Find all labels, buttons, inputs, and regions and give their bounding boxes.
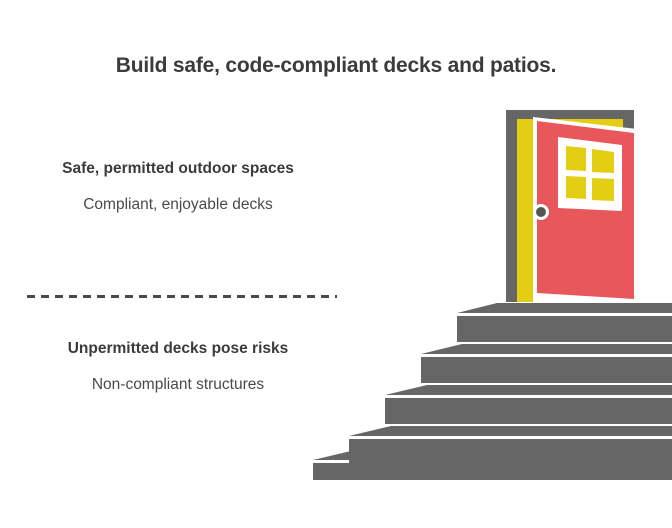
benefit-title: Safe, permitted outdoor spaces (62, 160, 294, 177)
door-window-frame (558, 137, 622, 211)
step-riser-2 (421, 357, 672, 383)
step-tread-3 (385, 385, 672, 395)
door-leaf (537, 121, 634, 299)
door-illustration (506, 110, 637, 302)
window-pane-bottom-right (592, 178, 614, 201)
door-leaf-highlight (533, 117, 637, 302)
benefit-subtitle: Compliant, enjoyable decks (83, 196, 273, 213)
step-tread-4 (349, 426, 672, 436)
benefit-text-block: Safe, permitted outdoor spaces Compliant… (0, 158, 356, 216)
risk-subtitle: Non-compliant structures (91, 376, 265, 393)
risk-text-block: Unpermitted decks pose risks Non-complia… (0, 338, 356, 396)
step-tread-1 (457, 303, 672, 313)
window-pane-top-right (592, 149, 614, 173)
doorknob-ring (533, 204, 549, 220)
step-riser-3 (385, 398, 672, 424)
dashed-divider (27, 295, 337, 298)
step-riser-4 (349, 439, 672, 465)
window-pane-top-left (566, 146, 586, 171)
step-riser-5 (313, 463, 672, 480)
stairs-illustration (313, 303, 672, 480)
door-opening-yellow (517, 119, 623, 302)
window-pane-bottom-left (566, 176, 586, 199)
step-tread-2 (421, 344, 672, 354)
door-window-inset (562, 141, 618, 207)
door-frame (506, 110, 634, 302)
doorknob-icon (536, 207, 546, 217)
risk-title: Unpermitted decks pose risks (67, 340, 289, 357)
step-tread-5 (313, 450, 672, 460)
step-riser-1 (457, 316, 672, 342)
page-title: Build safe, code-compliant decks and pat… (115, 54, 557, 77)
